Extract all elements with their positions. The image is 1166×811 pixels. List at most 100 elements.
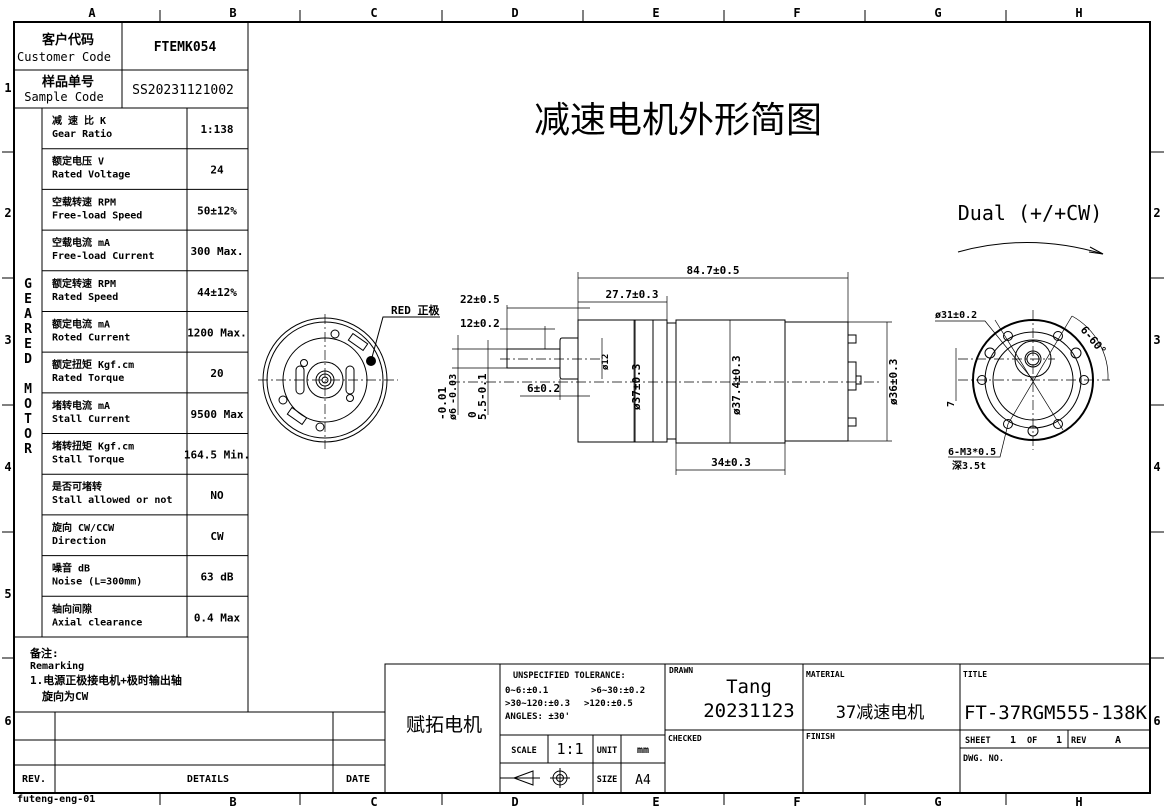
motor-rear-view: RED 正极 bbox=[258, 303, 440, 449]
col-label: B bbox=[229, 795, 236, 809]
group-label-letter: D bbox=[24, 352, 32, 367]
spec-value: 50±12% bbox=[197, 204, 237, 217]
drawn-by: Tang bbox=[726, 676, 772, 698]
tolerance-3: >30~120:±0.3 bbox=[505, 699, 570, 709]
group-label-letter: R bbox=[24, 442, 32, 457]
col-label: G bbox=[934, 6, 941, 20]
spec-value: CW bbox=[210, 530, 224, 543]
sheet-label: SHEET bbox=[965, 736, 991, 746]
remarks-line-2: 旋向为CW bbox=[41, 689, 89, 703]
remarks-title-en: Remarking bbox=[30, 660, 84, 672]
dim-offset: 7 bbox=[946, 401, 957, 407]
dim-shaft-diameter: ø6 bbox=[448, 408, 459, 420]
size-label: SIZE bbox=[597, 775, 617, 785]
company-name: 赋拓电机 bbox=[406, 714, 482, 736]
col-label: E bbox=[652, 6, 659, 20]
remarks-line-1: 1.电源正极接电机+极时输出轴 bbox=[30, 673, 182, 687]
output-end-view: Dual (+/+CW) ø31±0.2 6-60° 7 6-M3*0.5 深3… bbox=[935, 201, 1110, 472]
sample-code-cn: 样品单号 bbox=[42, 74, 94, 90]
unit-label: UNIT bbox=[597, 746, 617, 756]
spec-label-en: Axial clearance bbox=[52, 616, 142, 628]
rotation-arrow-icon bbox=[957, 241, 1104, 255]
tolerance-4: >120:±0.5 bbox=[584, 699, 633, 709]
spec-value: NO bbox=[210, 489, 224, 502]
third-angle-projection-icon bbox=[500, 768, 570, 788]
rotation-label: Dual (+/+CW) bbox=[958, 201, 1103, 225]
dim-flat-length: 12±0.2 bbox=[460, 317, 500, 330]
spec-label-cn: 额定电流 mA bbox=[52, 317, 110, 330]
col-label: B bbox=[229, 6, 236, 20]
row-label: 3 bbox=[1153, 333, 1160, 347]
dim-hole-depth: 深3.5t bbox=[952, 459, 986, 472]
sheet-total: 1 bbox=[1056, 735, 1062, 746]
drawing-main-title: 减速电机外形简图 bbox=[534, 100, 822, 141]
size-value: A4 bbox=[635, 773, 651, 788]
template-id: futeng-eng-01 bbox=[17, 794, 95, 805]
row-label: 2 bbox=[1153, 206, 1160, 220]
row-label: 4 bbox=[4, 460, 11, 474]
spec-value: 300 Max. bbox=[191, 245, 244, 258]
dimensions: 84.7±0.5 27.7±0.3 22±0.5 12±0.2 6±0.2 -0… bbox=[436, 264, 900, 475]
dim-flat-tolerance: -0.1 bbox=[476, 373, 489, 400]
remarks-title-cn: 备注: bbox=[29, 646, 59, 660]
title-block: 赋拓电机 UNSPECIFIED TOLERANCE: 0~6:±0.1 >6~… bbox=[384, 663, 1151, 794]
row-label: 2 bbox=[4, 206, 11, 220]
spec-label-en: Rated Voltage bbox=[52, 170, 130, 181]
group-label-letter: O bbox=[24, 427, 32, 442]
red-positive-label: RED 正极 bbox=[391, 303, 440, 317]
spec-label-cn: 堵转扭矩 Kgf.cm bbox=[52, 440, 134, 453]
spec-label-cn: 额定电压 V bbox=[52, 155, 104, 168]
tolerance-2: >6~30:±0.2 bbox=[591, 686, 645, 696]
tolerance-angles: ANGLES: ±30' bbox=[505, 712, 570, 722]
spec-value: 164.5 Min. bbox=[184, 449, 250, 462]
spec-label-cn: 空载电流 mA bbox=[52, 236, 110, 249]
unit-value: mm bbox=[637, 745, 649, 756]
row-label: 6 bbox=[4, 714, 11, 728]
dim-gearbox-diameter: ø37±0.3 bbox=[630, 364, 643, 410]
row-label: 3 bbox=[4, 333, 11, 347]
checked-label: CHECKED bbox=[668, 734, 702, 743]
col-label: C bbox=[370, 6, 377, 20]
dim-shaft-tolerance: -0.01 bbox=[436, 387, 449, 420]
scale-value: 1:1 bbox=[556, 740, 583, 758]
dim-overall-length: 84.7±0.5 bbox=[687, 264, 740, 277]
remarks: 备注: Remarking 1.电源正极接电机+极时输出轴 旋向为CW bbox=[29, 646, 182, 703]
group-label-letter: E bbox=[24, 337, 32, 352]
col-label: G bbox=[934, 795, 941, 809]
spec-value: 1200 Max. bbox=[187, 326, 247, 339]
spec-value: 63 dB bbox=[200, 571, 233, 584]
grid-ticks bbox=[2, 10, 1164, 805]
dim-motor-diameter: ø37.4±0.3 bbox=[730, 355, 743, 415]
col-label: H bbox=[1075, 795, 1082, 809]
spec-label-en: Gear Ratio bbox=[52, 128, 112, 140]
spec-label-en: Rated Torque bbox=[52, 373, 124, 384]
spec-label-en: Free-load Current bbox=[52, 251, 154, 262]
spec-label-en: Free-load Speed bbox=[52, 210, 142, 221]
spec-value: 9500 Max bbox=[191, 408, 244, 421]
sheet-number: 1 bbox=[1010, 735, 1016, 746]
dim-flat-tolerance-top: 0 bbox=[466, 411, 479, 418]
dim-gearbox-length: 27.7±0.3 bbox=[606, 288, 659, 301]
dim-boss-diameter: ø12 bbox=[601, 354, 611, 370]
details-header: DETAILS bbox=[187, 774, 229, 785]
col-label: F bbox=[793, 6, 800, 20]
dim-motor-length: 34±0.3 bbox=[711, 456, 751, 469]
dim-shaft-length: 22±0.5 bbox=[460, 293, 500, 306]
title-label: TITLE bbox=[963, 670, 987, 679]
dim-flat: 5.5 bbox=[476, 400, 489, 420]
date-header: DATE bbox=[346, 774, 370, 785]
spec-label-en: Noise (L=300mm) bbox=[52, 576, 142, 588]
sample-code-value: SS20231121002 bbox=[132, 83, 234, 98]
spec-label-cn: 是否可堵转 bbox=[51, 480, 102, 493]
group-label-letter: G bbox=[24, 277, 32, 292]
drawn-date: 20231123 bbox=[703, 700, 795, 722]
row-label: 5 bbox=[4, 587, 11, 601]
rev-value: A bbox=[1115, 735, 1121, 746]
spec-label-en: Stall allowed or not bbox=[52, 495, 172, 506]
rev-header: REV. bbox=[22, 774, 46, 785]
group-label-letter: E bbox=[24, 292, 32, 307]
dim-pitch-circle: ø31±0.2 bbox=[935, 310, 977, 321]
dim-hole-angle: 6-60° bbox=[1078, 324, 1109, 358]
tolerance-1: 0~6:±0.1 bbox=[505, 686, 548, 696]
